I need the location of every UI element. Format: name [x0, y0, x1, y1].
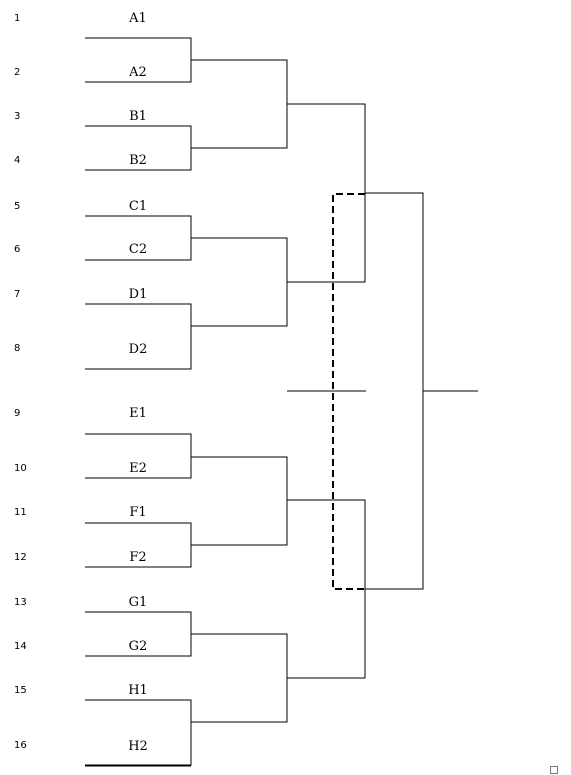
team-labels: A1 A2 B1 B2 C1 C2 D1 D2 E1 E2 F1 F2 G1 G… [128, 11, 148, 754]
seed-number: 1 [14, 13, 20, 24]
seed-number: 8 [14, 343, 20, 354]
team-label: E2 [129, 461, 147, 476]
team-label: D2 [129, 342, 148, 357]
team-label: D1 [129, 287, 148, 302]
seed-number: 4 [14, 155, 20, 166]
final-bracket [287, 192, 478, 590]
team-label: C2 [129, 242, 147, 257]
team-label: A2 [128, 65, 147, 80]
bracket-pair-d [85, 303, 192, 370]
seed-number: 15 [14, 685, 27, 696]
seed-number: 2 [14, 67, 20, 78]
seed-number: 7 [14, 289, 20, 300]
team-label: G2 [129, 639, 148, 654]
team-label: A1 [128, 11, 147, 26]
seed-numbers: 1 2 3 4 5 6 7 8 9 10 11 12 13 14 15 16 [14, 13, 27, 751]
team-label: B1 [129, 109, 147, 124]
seed-number: 16 [14, 740, 27, 751]
bracket-ef [191, 456, 288, 546]
seed-number: 3 [14, 111, 20, 122]
team-label: G1 [129, 595, 148, 610]
team-label: H2 [128, 739, 148, 754]
bracket-final [365, 192, 424, 590]
bracket-efgh [287, 499, 366, 679]
team-label: C1 [129, 199, 147, 214]
team-label: B2 [129, 153, 147, 168]
bracket-cd [191, 237, 288, 327]
round-1-brackets [85, 37, 192, 767]
team-label: F1 [129, 505, 146, 520]
bracket-gh [191, 633, 288, 723]
seed-number: 13 [14, 597, 27, 608]
seed-number: 12 [14, 552, 27, 563]
resize-handle-icon [550, 766, 558, 774]
round-2-brackets [191, 59, 288, 723]
dashed-connector [332, 193, 365, 590]
seed-number: 5 [14, 201, 20, 212]
team-label: F2 [129, 550, 146, 565]
seed-number: 6 [14, 244, 20, 255]
bracket-pair-e [85, 433, 192, 479]
team-label: H1 [128, 683, 148, 698]
seed-number: 10 [14, 463, 27, 474]
seed-number: 11 [14, 507, 27, 518]
bracket-pair-h [85, 699, 192, 766]
seed-number: 9 [14, 408, 20, 419]
team-label: E1 [129, 406, 147, 421]
seed-number: 14 [14, 641, 27, 652]
bracket-ab [191, 59, 288, 149]
